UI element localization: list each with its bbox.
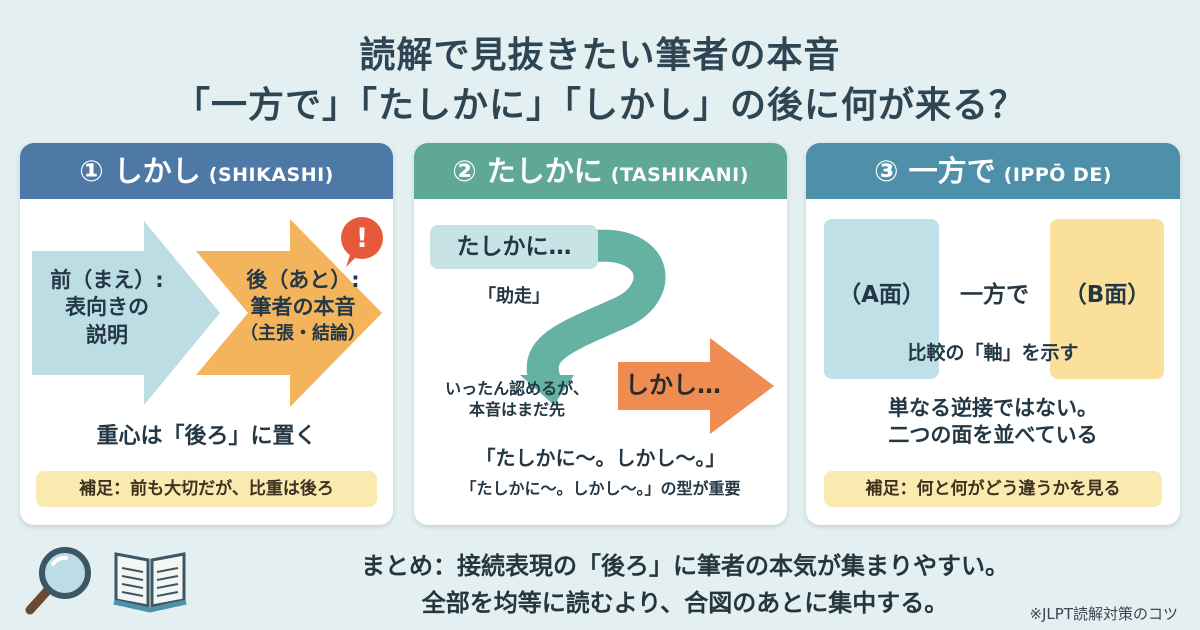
side-a-box — [824, 219, 939, 379]
side-b-box — [1050, 219, 1164, 379]
source-note: ※JLPT読解対策のコツ — [1029, 605, 1178, 623]
pattern-big: 「たしかに〜。しかし〜。」 — [475, 446, 726, 470]
after-arrow — [196, 219, 382, 407]
end-label: しかし… — [625, 371, 721, 399]
ippode-note: 補足：何と何がどう違うかを見る — [824, 471, 1162, 507]
card-shikashi: ① しかし (SHIKASHI) ! 前（まえ）: 表向きの 説明 後（あと）: … — [20, 143, 393, 525]
tashikani-path — [430, 225, 774, 434]
s-curve-arrowhead — [520, 375, 574, 405]
side-b-label: （B面） — [1063, 282, 1151, 308]
svg-text:!: ! — [356, 223, 368, 254]
runup-label: 「助走」 — [478, 286, 550, 307]
after-text: 後（あと）: 筆者の本音 （主張・結論） — [240, 268, 366, 344]
summary-line-2: 全部を均等に読むより、合図のあとに集中する。 — [421, 589, 949, 617]
before-text: 前（まえ）: 表向きの 説明 — [50, 268, 164, 347]
axis-label: 比較の「軸」を示す — [907, 342, 1079, 364]
side-a-label: （A面） — [838, 282, 925, 308]
card-ippode: ③ 一方で (IPPŌ DE) （A面） 一方で （B面） 比較の「軸」を示す 単… — [806, 143, 1180, 525]
shikashi-arrows: ! — [32, 217, 383, 407]
alert-icon: ! — [341, 217, 383, 267]
card-shikashi-header: ① しかし (SHIKASHI) — [20, 143, 393, 199]
card-tashikani-romaji: (TASHIKANI) — [610, 164, 749, 186]
card-ippode-title: ③ 一方で — [874, 154, 996, 188]
s-curve-path — [526, 229, 666, 389]
end-arrow — [618, 338, 774, 434]
card-ippode-header: ③ 一方で (IPPŌ DE) — [806, 143, 1180, 199]
shikashi-note: 補足：前も大切だが、比重は後ろ — [36, 471, 377, 507]
card-tashikani: ② たしかに (TASHIKANI) たしかに… 「助走」 いったん認めるが、 本… — [414, 143, 787, 525]
open-book-icon — [113, 552, 187, 613]
summary-line-1: まとめ：接続表現の「後ろ」に筆者の本気が集まりやすい。 — [361, 552, 1009, 580]
page-title: 読解で見抜きたい筆者の本音 — [359, 35, 841, 76]
pattern-small: 「たしかに〜。しかし〜。」の型が重要 — [460, 479, 741, 498]
page-subtitle: 「一方で」「たしかに」「しかし」の後に何が来る？ — [173, 85, 1026, 126]
card-tashikani-title: ② たしかに — [452, 154, 603, 188]
concede-text: いったん認めるが、 本音はまだ先 — [445, 379, 589, 419]
start-label: たしかに… — [456, 234, 572, 260]
before-arrow — [32, 221, 220, 405]
card-shikashi-romaji: (SHIKASHI) — [208, 164, 334, 186]
magnifier-icon — [25, 547, 91, 615]
card-shikashi-title: ① しかし — [79, 154, 201, 188]
connector-label: 一方で — [960, 282, 1029, 308]
card-ippode-romaji: (IPPŌ DE) — [1003, 164, 1112, 186]
ippode-point: 単なる逆接ではない。 二つの面を並べている — [888, 396, 1098, 448]
start-box — [430, 225, 598, 269]
card-tashikani-header: ② たしかに (TASHIKANI) — [414, 143, 787, 199]
shikashi-point: 重心は「後ろ」に置く — [96, 424, 317, 449]
